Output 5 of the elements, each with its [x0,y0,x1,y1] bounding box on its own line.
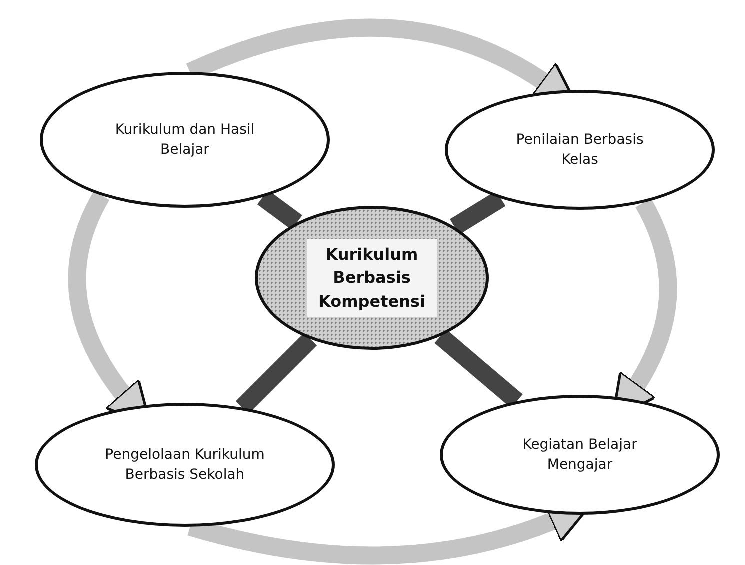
node-label: Kurikulum dan Hasil Belajar [114,120,256,160]
node-label: Kurikulum Berbasis Kompetensi [307,239,437,317]
node-label: Penilaian Berbasis Kelas [515,130,645,170]
node-label: Pengelolaan Kurikulum Berbasis Sekolah [104,446,266,485]
node-label: Kegiatan Belajar Mengajar [522,436,638,475]
